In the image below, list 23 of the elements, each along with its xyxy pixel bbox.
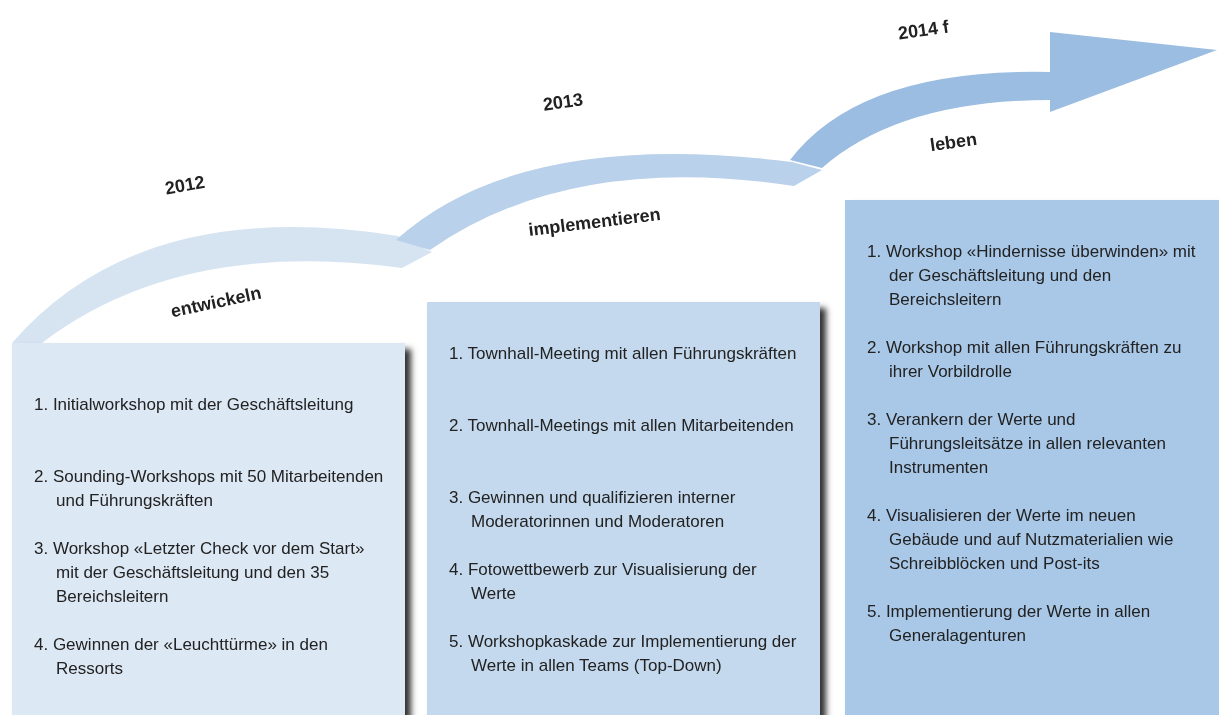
list-item: 2. Townhall-Meetings mit allen Mitarbeitenden: [448, 415, 795, 437]
list-item: 4. Gewinnen der «Leuchttürme» in den Ressorts: [33, 634, 329, 680]
phase-label: implementieren: [527, 203, 662, 242]
phase-box: [12, 343, 405, 715]
year-label: 2014 f: [896, 16, 951, 45]
list-item: 1. Townhall-Meeting mit allen Führungskräften: [448, 343, 798, 365]
list-item: 1. Initialworkshop mit der Geschäftsleitung: [33, 394, 355, 416]
list-item: 4. Visualisieren der Werte im neuen Gebäude und auf Nutzmaterialien wie Schreibblöcken und Post-its: [866, 505, 1175, 575]
list-item: 2. Workshop mit allen Führungskräften zu ihrer Vorbildrolle: [866, 337, 1183, 383]
list-item: 5. Workshopkaskade zur Implementierung der Werte in allen Teams (Top-Down): [448, 631, 798, 677]
list-item: 3. Gewinnen und qualifizieren interner Moderatorinnen und Moderatoren: [448, 487, 737, 533]
year-label: 2012: [163, 171, 207, 200]
phase-label: entwickeln: [168, 282, 264, 323]
list-item: 3. Workshop «Letzter Check vor dem Start» mit der Geschäftsleitung und den 35 Bereichsleitern: [33, 538, 366, 608]
year-label: 2013: [541, 89, 585, 116]
list-item: 1. Workshop «Hindernisse überwinden» mit der Geschäftsleitung und den Bereichsleitern: [866, 241, 1197, 311]
phase-box: [427, 302, 820, 715]
list-item: 5. Implementierung der Werte in allen Generalagenturen: [866, 601, 1152, 647]
list-item: 4. Fotowettbewerb zur Visualisierung der Werte: [448, 559, 758, 605]
list-item: 2. Sounding-Workshops mit 50 Mitarbeitenden und Führungskräften: [33, 466, 385, 512]
phase-box: [845, 200, 1219, 715]
list-item: 3. Verankern der Werte und Führungsleitsätze in allen relevanten Instrumenten: [866, 409, 1167, 479]
phase-label: leben: [928, 128, 979, 157]
